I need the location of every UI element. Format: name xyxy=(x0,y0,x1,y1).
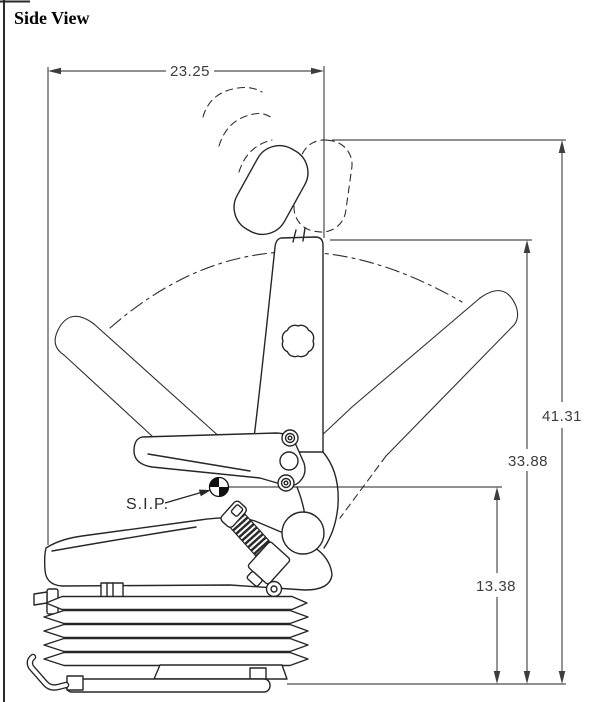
base-adapter xyxy=(153,664,288,680)
headrest-stem xyxy=(292,229,297,243)
recline-arc-upper xyxy=(109,251,463,329)
dim-value-backrest-top-height: 33.88 xyxy=(508,453,548,470)
travel-arc xyxy=(238,139,273,173)
folded-edge-hidden xyxy=(339,455,387,519)
bellows-fold xyxy=(43,609,309,625)
base-block-left xyxy=(66,675,84,691)
cushion-side-bolster xyxy=(281,511,325,555)
base-rail xyxy=(65,678,271,693)
dim-value-overall-height: 41.31 xyxy=(542,408,582,425)
dim-value-seat-width: 23.25 xyxy=(170,63,210,80)
dimension-sip-height: 13.38 xyxy=(476,487,516,684)
bolt-center xyxy=(283,480,289,486)
tongue-slot xyxy=(230,504,244,517)
sip-leader-line xyxy=(164,491,202,504)
lumbar-knob xyxy=(281,324,315,358)
height-lever xyxy=(26,653,70,691)
retractor-bolt xyxy=(265,580,283,598)
bolt-outer xyxy=(281,429,299,447)
arrow-down-icon xyxy=(523,671,531,684)
folded-edge-lower xyxy=(385,324,515,457)
sip-quadrant-nw xyxy=(209,477,219,487)
motion-range-indicators xyxy=(54,86,519,519)
sip-callout: S.I.P. xyxy=(126,476,230,513)
retractor-tab xyxy=(246,571,263,587)
reclined-edge-lower xyxy=(63,354,166,449)
bellows-fold xyxy=(43,623,309,639)
suspension-base xyxy=(26,588,309,693)
headrest-stem xyxy=(302,227,306,242)
dimension-seat-width: 23.25 xyxy=(48,63,324,80)
sip-marker-icon xyxy=(208,476,230,498)
travel-arc xyxy=(202,86,263,118)
seat-cushion xyxy=(43,511,333,599)
page-border xyxy=(0,0,30,702)
dimension-annotations: 23.25 41.31 33.88 13.38 xyxy=(47,63,582,685)
bellows-top-plate xyxy=(45,595,308,611)
armrest-hole xyxy=(279,451,299,471)
bolt-mid xyxy=(284,432,296,444)
travel-arc xyxy=(218,112,273,147)
seatbelt xyxy=(220,500,291,598)
backrest-reclined-position xyxy=(54,315,223,449)
armrest-seam xyxy=(147,453,251,472)
bolt-outer xyxy=(277,474,295,492)
seatbelt-tongue xyxy=(220,500,247,528)
reclined-end-cap xyxy=(54,315,95,356)
arrow-right-icon xyxy=(311,67,324,75)
arrow-up-icon xyxy=(493,487,501,500)
headrest xyxy=(233,144,309,243)
sip-quadrant-se xyxy=(219,487,229,497)
headrest-cushion xyxy=(233,144,309,236)
bellows-fold xyxy=(43,651,309,667)
arrow-up-icon xyxy=(558,140,566,153)
bolt-center xyxy=(287,435,293,441)
clip-body xyxy=(100,582,124,599)
knob-tab xyxy=(33,591,48,606)
arrow-down-icon xyxy=(493,671,501,684)
backrest xyxy=(253,236,324,453)
lever-fill xyxy=(27,655,68,690)
front-clip xyxy=(100,582,124,599)
pivot-bolt xyxy=(277,474,295,492)
page-title: Side View xyxy=(14,8,90,28)
seat-rear-shell xyxy=(322,451,339,549)
bolt-mid xyxy=(280,477,292,489)
bellows xyxy=(43,609,309,667)
dimension-overall-height: 41.31 xyxy=(542,140,582,684)
dim-value-sip-height: 13.38 xyxy=(476,578,516,595)
armrest xyxy=(133,429,306,492)
arrow-left-icon xyxy=(48,67,61,75)
bellows-fold xyxy=(43,637,309,653)
pivot-bolt xyxy=(281,429,299,447)
folded-edge-upper xyxy=(351,297,481,408)
seatbelt-retractor xyxy=(246,541,291,587)
headrest-travel-arcs xyxy=(202,86,273,173)
arrow-down-icon xyxy=(558,671,566,684)
cushion-seam xyxy=(51,526,197,552)
retractor-bolt-center xyxy=(270,585,278,593)
arrow-up-icon xyxy=(523,240,531,253)
reclined-edge-upper xyxy=(93,323,223,440)
base-block-right xyxy=(249,667,267,680)
sip-leader-arrow-icon xyxy=(198,489,211,497)
sip-label: S.I.P. xyxy=(126,496,169,513)
backrest-folded-position xyxy=(339,290,519,519)
folded-end-cap xyxy=(479,290,519,326)
dimension-backrest-top-height: 33.88 xyxy=(508,240,548,684)
